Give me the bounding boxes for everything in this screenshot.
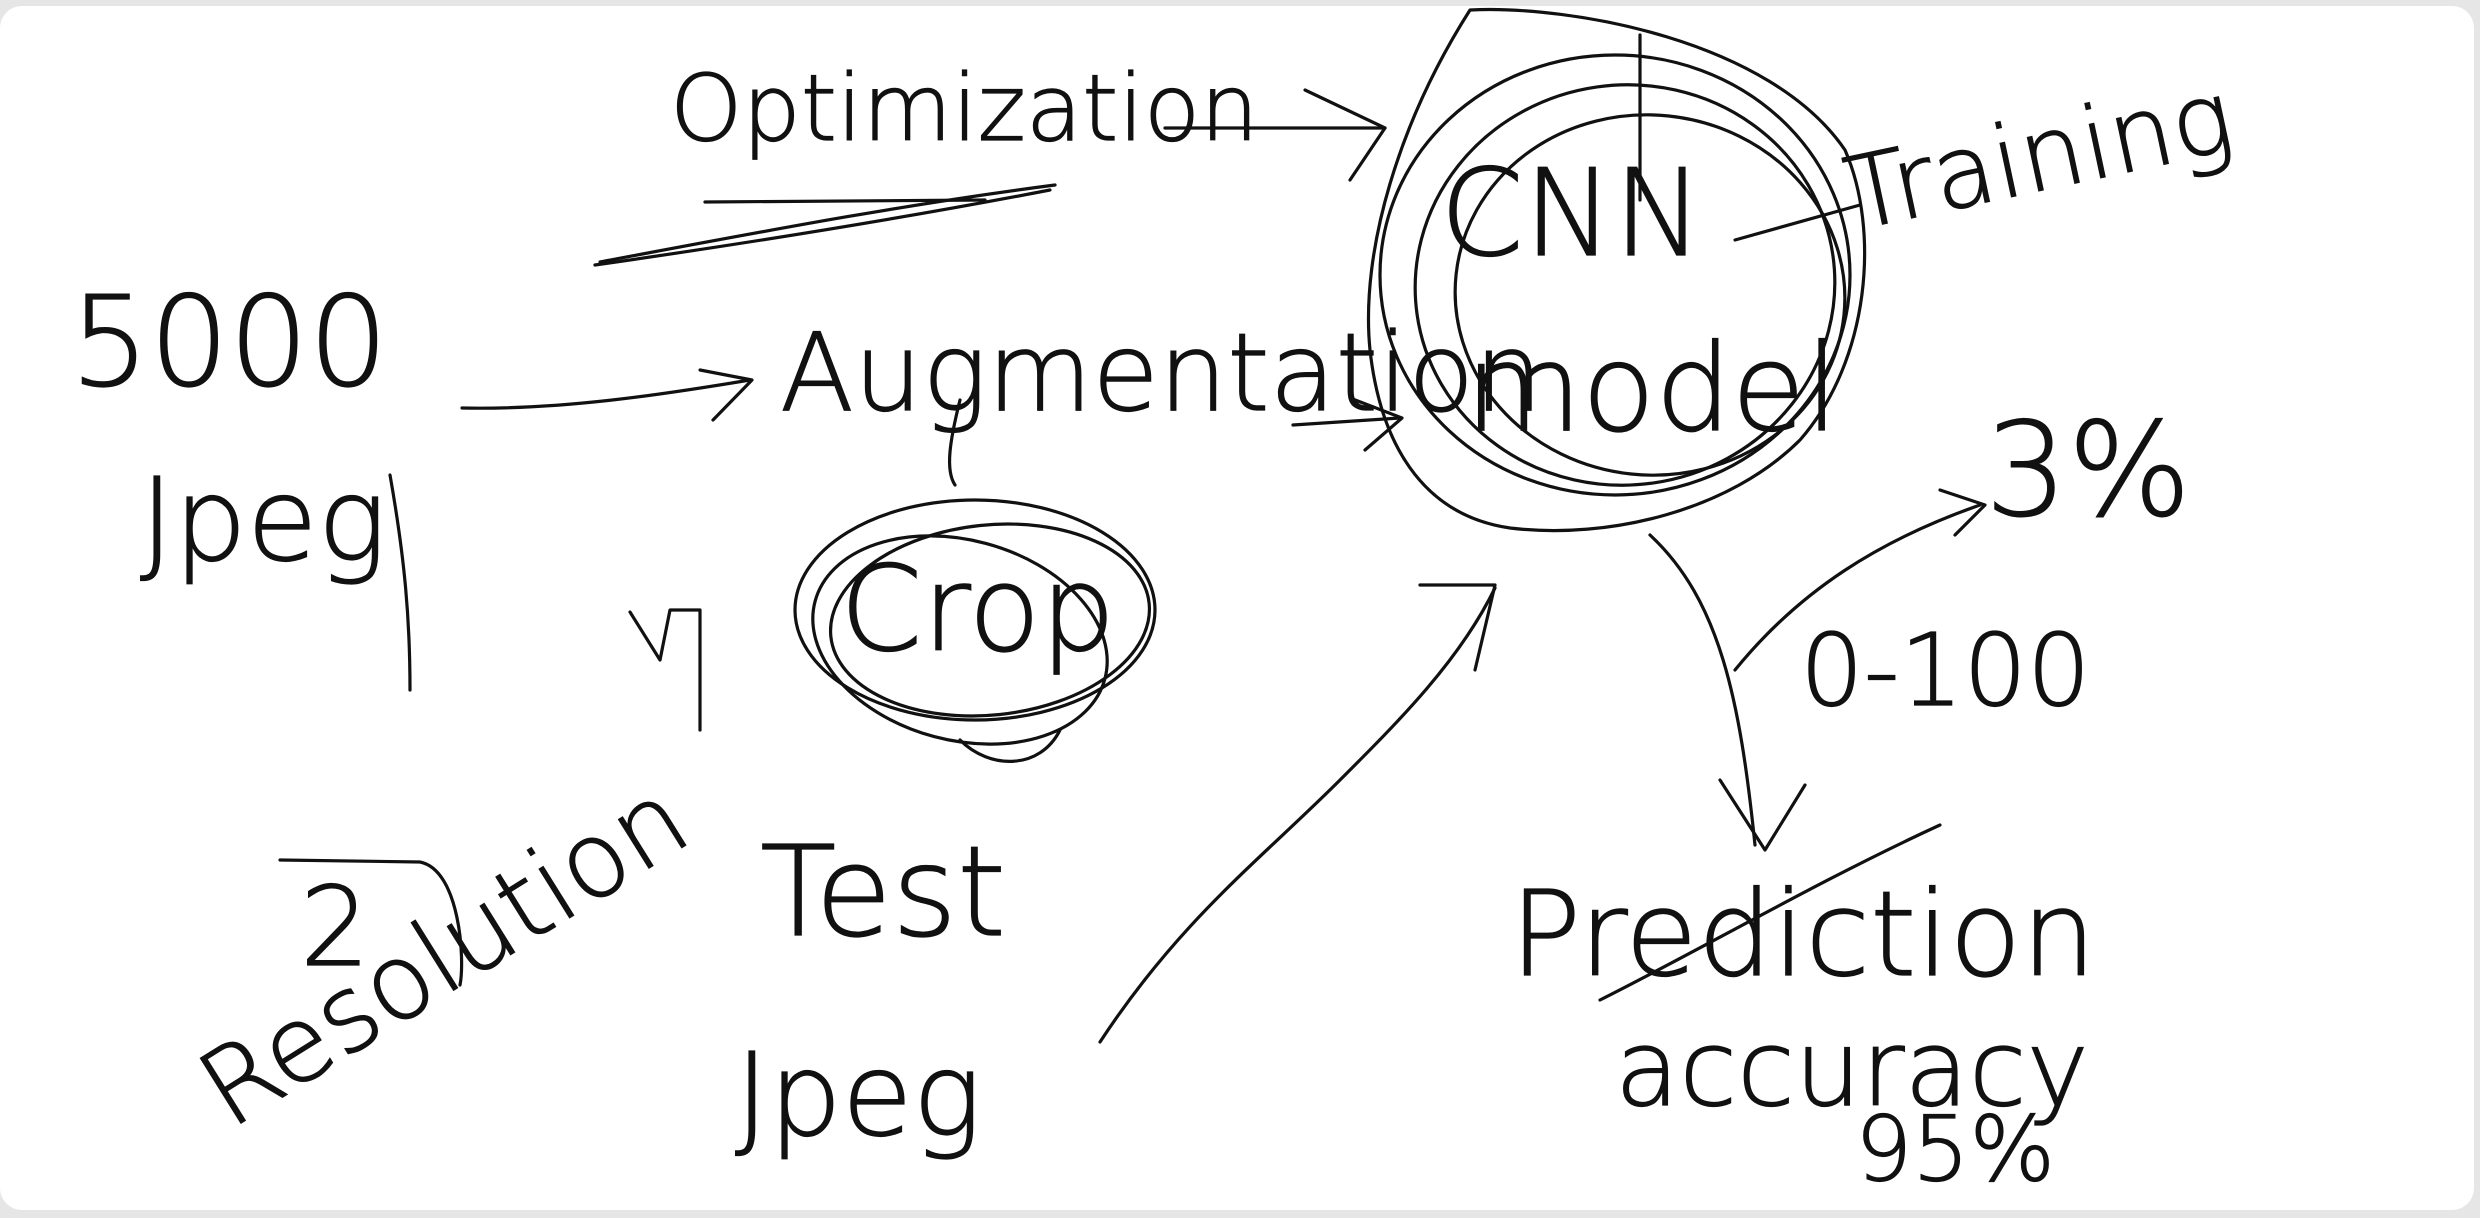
label-cnn: CNN [1440, 145, 1703, 284]
arrow-to-percent-head [1938, 488, 1987, 537]
arrow-count-to-augmentation-head [698, 368, 754, 422]
arrow-augmentation-to-model-head [1348, 396, 1404, 452]
arrow-test-to-model-head [1418, 583, 1497, 672]
crop-circle-3 [811, 534, 1109, 746]
cnn-model-circle-outer [1366, 7, 1867, 533]
crop-tail-loop [958, 728, 1062, 763]
crop-circle-2 [828, 522, 1152, 718]
label-accuracy-value: 95% [1855, 1097, 2055, 1202]
label-test: Test [760, 820, 1006, 965]
arrow-model-to-prediction-head [1718, 778, 1807, 852]
arrow-optimization-to-cnn-head [1303, 88, 1387, 182]
label-jpeg-input: Jpeg [140, 454, 387, 588]
arrow-test-to-model [1098, 586, 1497, 1044]
arrow-to-percent [1733, 503, 1982, 672]
greater-than-mark [628, 608, 702, 732]
cnn-model-circle-2 [1413, 83, 1837, 487]
label-optimization: Optimization [670, 55, 1259, 162]
cnn-model-circle-1 [1378, 53, 1852, 497]
label-training: Training [1836, 58, 2243, 254]
label-augmentation: Augmentation [780, 311, 1543, 436]
crop-circle-1 [793, 498, 1157, 722]
optimization-strike-2 [593, 188, 1052, 267]
label-resolution: Resolution [179, 757, 709, 1151]
prediction-strike [1598, 823, 1942, 1002]
label-percent: 3% [1985, 394, 2191, 546]
whiteboard-canvas[interactable] [0, 6, 2474, 1210]
label-prediction: Prediction [1510, 865, 2096, 1003]
label-crop: Crop [840, 540, 1115, 678]
arrow-count-to-augmentation [460, 378, 752, 410]
arrow-augmentation-to-model [1291, 416, 1402, 427]
jpeg-descender-mark [388, 473, 412, 692]
resolution-bracket [278, 858, 464, 987]
cnn-model-circle-3 [1453, 113, 1847, 477]
label-resolution-value: 2 [300, 863, 370, 991]
arrow-augmentation-to-crop [947, 398, 962, 487]
arrow-model-to-prediction [1648, 533, 1757, 847]
label-model: model [1465, 320, 1839, 459]
label-accuracy: accuracy [1615, 1008, 2089, 1130]
label-count: 5000 [70, 270, 388, 415]
arrow-training-to-model [1733, 203, 1862, 242]
optimization-strike-1 [598, 183, 1057, 264]
label-range: 0-100 [1800, 612, 2091, 729]
label-jpeg-test: Jpeg [735, 1029, 982, 1163]
